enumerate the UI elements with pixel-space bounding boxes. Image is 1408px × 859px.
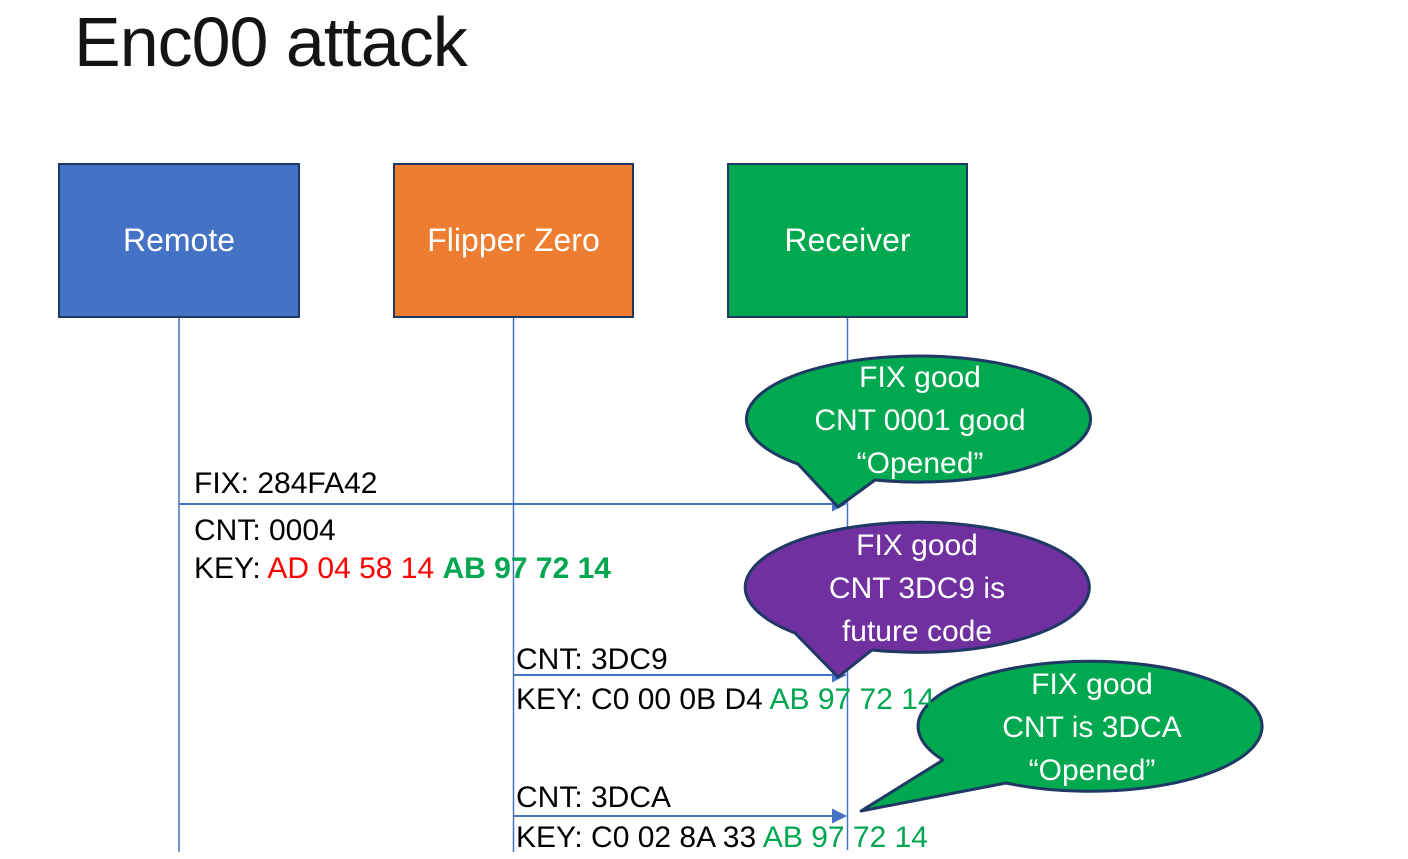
callout-2-line-1: FIX good: [856, 528, 978, 562]
callout-3-line-3: “Opened”: [1028, 753, 1156, 787]
callout-3-line-1: FIX good: [1031, 667, 1153, 701]
actor-label-remote: Remote: [122, 222, 236, 258]
msg1-key-green-bytes: AB 97 72 14: [442, 552, 611, 585]
slide-title: Enc00 attack: [74, 3, 468, 81]
callout-2-line-3: future code: [841, 614, 993, 648]
callout-1-text: FIX good CNT 0001 good “Opened”: [765, 356, 1075, 484]
callout-balloon-2: [743, 520, 1091, 679]
actor-label-flipper-zero: Flipper Zero: [427, 222, 600, 258]
callout-balloon-1: [745, 354, 1093, 509]
callout-1-line-2: CNT 0001 good: [814, 403, 1026, 437]
msg1-key-prefix: KEY:: [194, 552, 268, 585]
msg2-key-green-bytes: AB 97 72 14: [769, 683, 935, 716]
actor-box-remote: Remote: [58, 163, 300, 318]
callout-balloon-3: [859, 659, 1264, 813]
callout-2-line-2: CNT 3DC9 is: [828, 571, 1006, 605]
callout-1-line-1: FIX good: [859, 360, 981, 394]
msg2-key-label: KEY: C0 00 0B D4 AB 97 72 14: [516, 683, 935, 717]
msg1-key-label: KEY: AD 04 58 14 AB 97 72 14: [194, 552, 611, 586]
callout-3-line-2: CNT is 3DCA: [1002, 710, 1182, 744]
callout-1-line-3: “Opened”: [856, 446, 984, 480]
msg3-cnt-label: CNT: 3DCA: [516, 781, 672, 814]
callout-3-text: FIX good CNT is 3DCA “Opened”: [937, 662, 1247, 792]
actor-label-receiver: Receiver: [784, 222, 911, 258]
actor-box-receiver: Receiver: [727, 163, 968, 318]
actor-box-flipper-zero: Flipper Zero: [393, 163, 634, 318]
arrowhead-3-icon: [832, 808, 847, 824]
msg3-key-prefix: KEY: C0 02 8A 33: [516, 821, 763, 854]
msg1-fix-label: FIX: 284FA42: [194, 467, 378, 500]
msg3-key-label: KEY: C0 02 8A 33 AB 97 72 14: [516, 821, 928, 855]
msg1-key-red-bytes: AD 04 58 14: [267, 552, 443, 585]
msg2-key-prefix: KEY: C0 00 0B D4: [516, 683, 770, 716]
callout-2-text: FIX good CNT 3DC9 is future code: [762, 524, 1072, 652]
msg1-cnt-label: CNT: 0004: [194, 514, 336, 547]
msg3-key-green-bytes: AB 97 72 14: [762, 821, 928, 854]
msg2-cnt-label: CNT: 3DC9: [516, 643, 668, 676]
